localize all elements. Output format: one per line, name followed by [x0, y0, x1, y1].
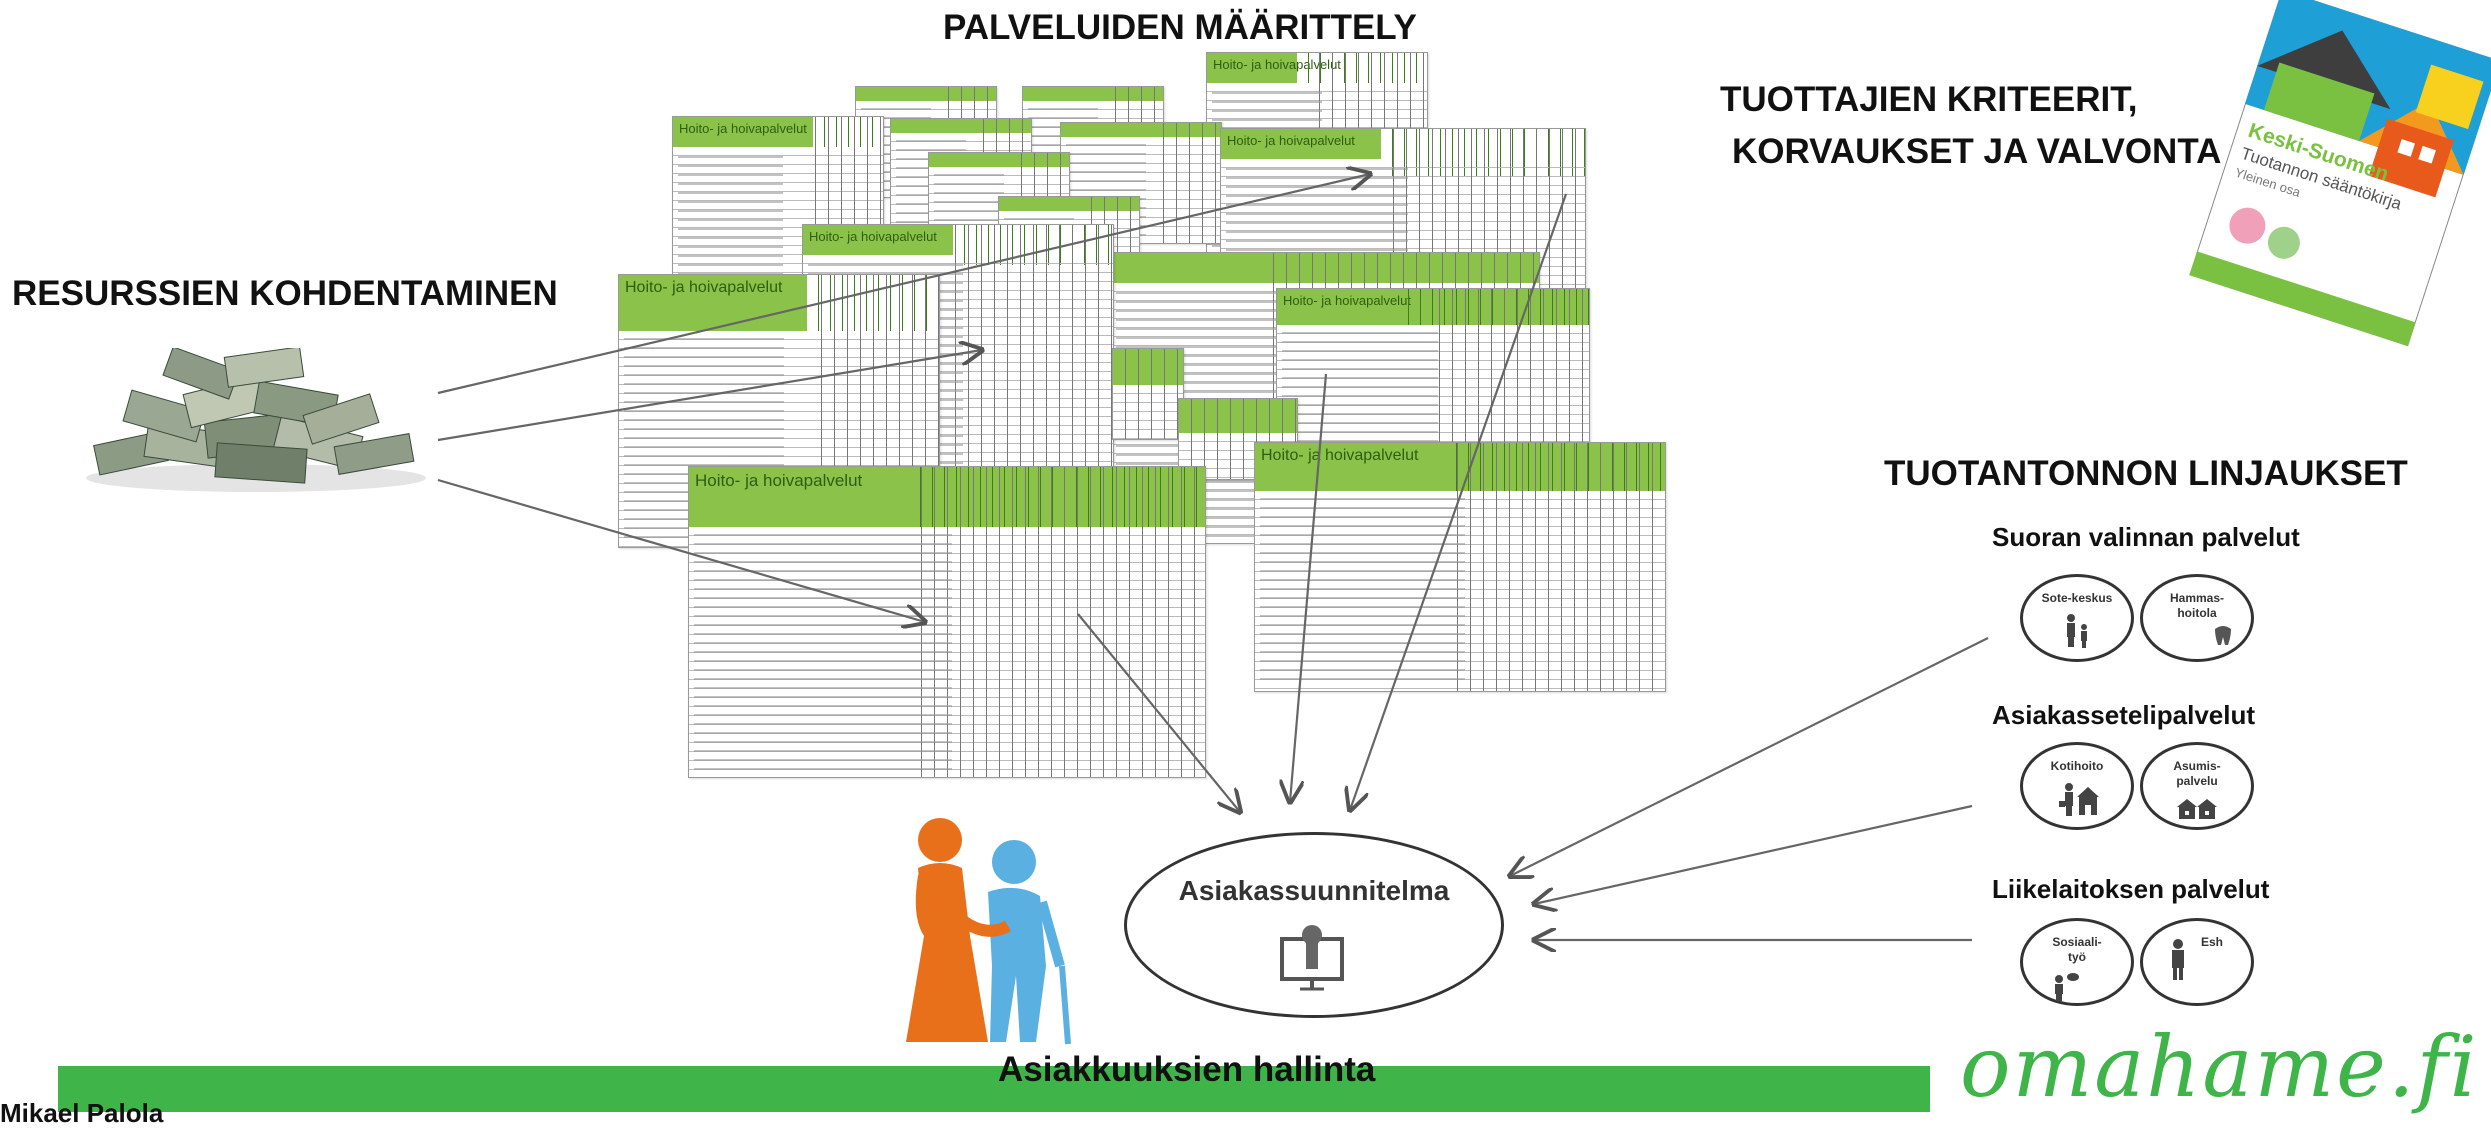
- tooth-icon: [2215, 626, 2231, 645]
- group-label-suoran-valinnan: Suoran valinnan palvelut: [1992, 522, 2300, 552]
- group-label-asiakassetelipalvelut: Asiakassetelipalvelut: [1992, 700, 2256, 730]
- asiakkuuksien-hallinta-label: Asiakkuuksien hallinta: [998, 1050, 1376, 1089]
- tuottajien-kriteerit-title-line2: KORVAUKSET JA VALVONTA: [1732, 132, 2222, 171]
- hammashoitola-node: Hammas- hoitola: [2140, 574, 2254, 662]
- rulebook-image: Keski-Suomen Tuotannon sääntökirja Ylein…: [2189, 0, 2491, 347]
- housing-icon: [2177, 799, 2217, 819]
- group-label-liikelaitoksen: Liikelaitoksen palvelut: [1992, 874, 2270, 904]
- asumispalvelu-label: Asumis- palvelu: [2173, 759, 2221, 788]
- tuottajien-kriteerit-title-line1: TUOTTAJIEN KRITEERIT,: [1720, 80, 2138, 119]
- service-sheet: Hoito- ja hoivapalvelut: [688, 466, 1206, 778]
- author-name: Mikael Palola: [0, 1098, 164, 1128]
- esh-label: Esh: [2201, 935, 2224, 949]
- omahame-logo[interactable]: omahame.fi: [1960, 1018, 2479, 1116]
- sosiaalityo-label: Sosiaali- työ: [2052, 935, 2102, 964]
- kotihoito-label: Kotihoito: [2050, 759, 2104, 773]
- esh-node: Esh: [2140, 918, 2254, 1006]
- tuotantonnon-linjaukset-title: TUOTANTONNON LINJAUKSET: [1884, 454, 2408, 493]
- family-icon: [2067, 614, 2087, 648]
- resurssien-kohdentaminen-title: RESURSSIEN KOHDENTAMINEN: [12, 274, 558, 313]
- kotihoito-node: Kotihoito: [2020, 742, 2134, 830]
- sote-keskus-node: Sote-keskus: [2020, 574, 2134, 662]
- bottom-green-bar: [58, 1066, 1930, 1112]
- social-worker-icon: [2055, 973, 2079, 1001]
- hammashoitola-label: Hammas- hoitola: [2169, 591, 2225, 620]
- service-sheet: Hoito- ja hoivapalvelut: [1254, 442, 1666, 692]
- service-sheet: [1112, 348, 1184, 440]
- asiakassuunnitelma-ellipse: Asiakassuunnitelma: [1124, 832, 1504, 1018]
- palveluiden-maarittely-title: PALVELUIDEN MÄÄRITTELY: [943, 8, 1417, 47]
- doctor-icon: [2172, 939, 2184, 980]
- asiakassuunnitelma-label: Asiakassuunnitelma: [1178, 875, 1450, 906]
- service-sheet: [1178, 398, 1298, 480]
- elderly-couple-icon: [906, 818, 1071, 1045]
- home-care-icon: [2059, 783, 2099, 816]
- sosiaalityo-node: Sosiaali- työ: [2020, 918, 2134, 1006]
- service-sheet: Hoito- ja hoivapalvelut: [618, 274, 940, 548]
- sote-keskus-label: Sote-keskus: [2041, 591, 2113, 605]
- money-pile-image: [86, 348, 426, 492]
- presentation-board-icon: [1280, 925, 1344, 991]
- asumispalvelu-node: Asumis- palvelu: [2140, 742, 2254, 830]
